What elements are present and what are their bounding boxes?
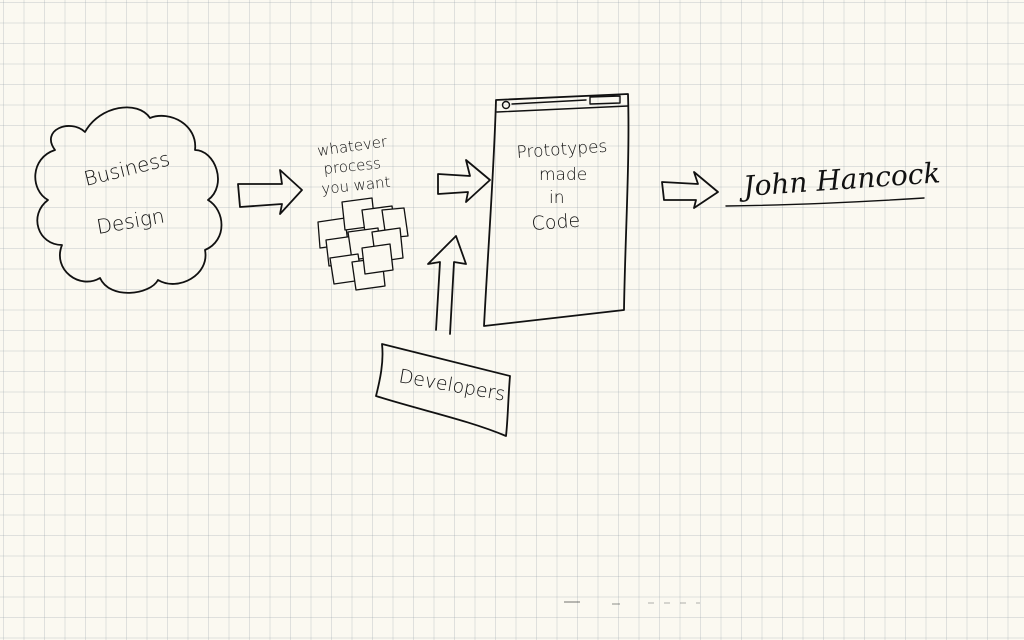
business-design-label-line2: Design xyxy=(95,203,166,239)
process-label-line2: process xyxy=(323,154,382,178)
arrow-developers-up xyxy=(427,235,467,335)
prototype-label-line3: in xyxy=(549,188,565,208)
business-design-cloud: Business Design xyxy=(34,106,223,294)
business-design-label-line1: Business xyxy=(81,146,172,190)
paper-marks xyxy=(564,601,700,605)
arrow-to-signature xyxy=(661,171,719,209)
signature-text: John Hancock xyxy=(737,156,941,203)
john-hancock-signature: John Hancock xyxy=(725,156,941,207)
arrow-to-process xyxy=(237,169,303,215)
prototype-label-line4: Code xyxy=(531,210,581,235)
arrow-to-prototype xyxy=(437,159,491,203)
prototype-label-line1: Prototypes xyxy=(516,137,608,163)
prototype-browser-window: Prototypes made in Code xyxy=(483,93,630,327)
developers-banner: Developers xyxy=(375,343,511,437)
prototype-label-line2: made xyxy=(539,165,587,185)
process-label: whatever process you want xyxy=(316,132,391,198)
sticky-notes-cluster xyxy=(317,197,409,291)
